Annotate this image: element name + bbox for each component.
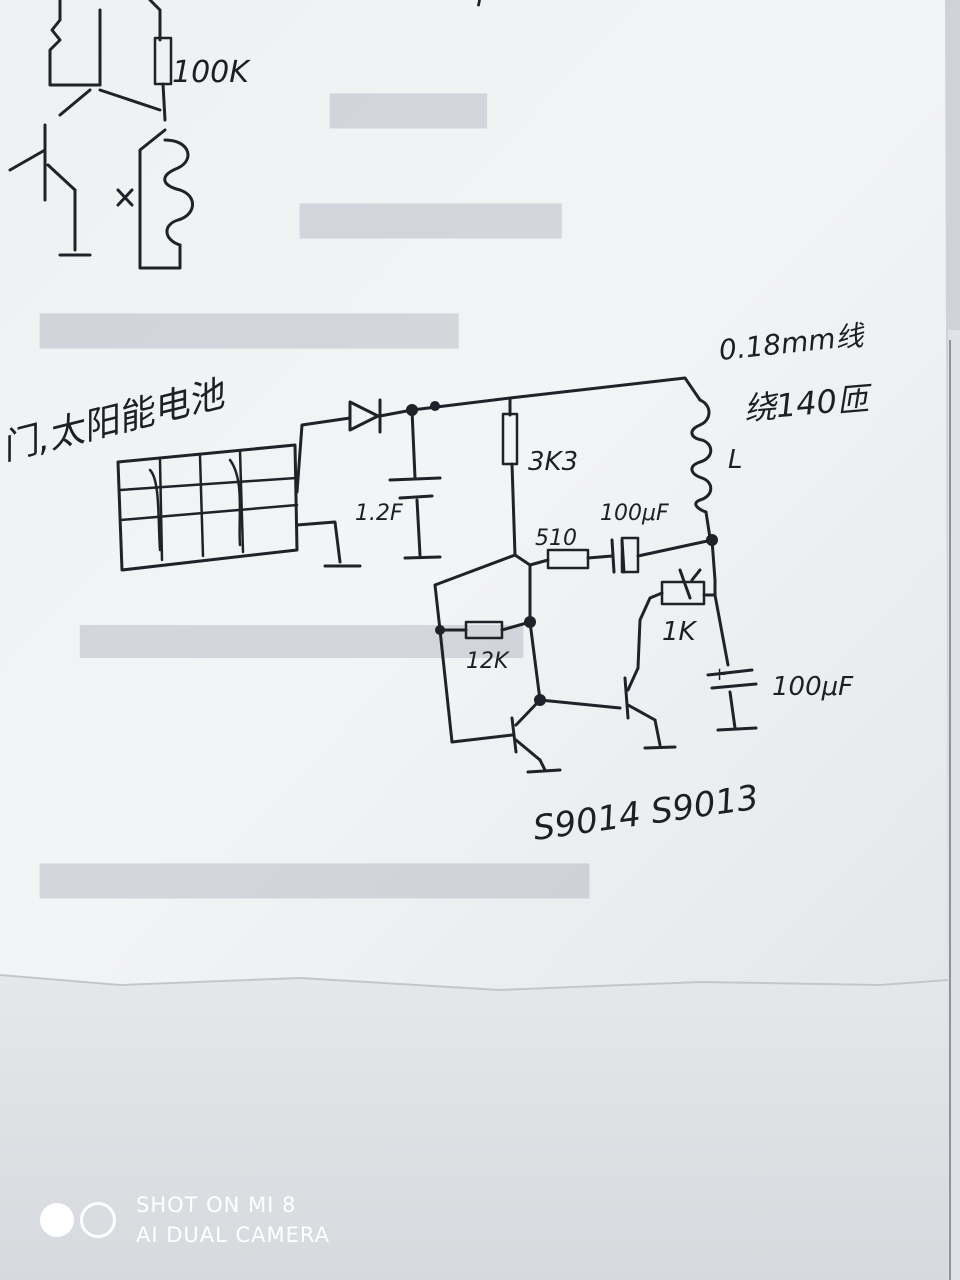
- label-1k: 1K: [662, 617, 698, 647]
- svg-text:▇▇▇▇▇▇▇▇▇▇▇▇▇▇▇▇: ▇▇▇▇▇▇▇▇▇▇▇▇▇▇▇▇: [39, 309, 459, 349]
- label-inductor: L: [728, 445, 743, 475]
- label-100k: 100K: [172, 55, 251, 90]
- show-through-text: ▇▇▇▇▇▇ ▇▇▇▇▇▇▇▇▇▇ ▇▇▇▇▇▇▇▇▇▇▇▇▇▇▇▇ ▇▇▇▇▇…: [39, 89, 590, 899]
- svg-text:▇▇▇▇▇▇▇▇▇▇▇▇▇▇▇▇▇▇▇▇▇: ▇▇▇▇▇▇▇▇▇▇▇▇▇▇▇▇▇▇▇▇▇: [39, 859, 590, 899]
- camera-watermark: SHOT ON MI 8 AI DUAL CAMERA: [40, 1190, 330, 1250]
- watermark-circle-ring-icon: [80, 1202, 116, 1238]
- svg-text:+: +: [712, 664, 727, 685]
- solar-panel: [116, 443, 299, 572]
- label-100uf-right: 100μF: [772, 672, 854, 702]
- label-1-2f: 1.2F: [355, 501, 403, 526]
- main-paper-sheet: [0, 0, 948, 990]
- transistor-s9013: [538, 666, 677, 750]
- watermark-circle-solid-icon: [40, 1203, 74, 1237]
- svg-text:▇▇▇▇▇▇: ▇▇▇▇▇▇: [329, 89, 488, 129]
- label-100uf-top: 100μF: [600, 501, 669, 526]
- label-12k: 12K: [466, 649, 510, 674]
- watermark-line1: SHOT ON MI 8: [136, 1193, 297, 1217]
- inductor-coil: [690, 398, 713, 540]
- resistor-3k3: [501, 412, 519, 466]
- top-partial-circuit: 100K T: [8, 0, 491, 270]
- svg-text:▇▇▇▇▇▇▇▇▇▇▇▇▇▇▇▇▇▇: ▇▇▇▇▇▇▇▇▇▇▇▇▇▇▇▇▇▇: [79, 620, 523, 658]
- label-510: 510: [535, 526, 577, 551]
- svg-text:T: T: [472, 0, 491, 13]
- watermark-line2: AI DUAL CAMERA: [136, 1223, 331, 1247]
- transistor-s9014: [510, 698, 562, 774]
- svg-text:▇▇▇▇▇▇▇▇▇▇: ▇▇▇▇▇▇▇▇▇▇: [299, 199, 562, 239]
- paper-edge: [0, 974, 949, 992]
- label-3k3: 3K3: [528, 447, 578, 477]
- lower-paper-sheet: [0, 960, 960, 1280]
